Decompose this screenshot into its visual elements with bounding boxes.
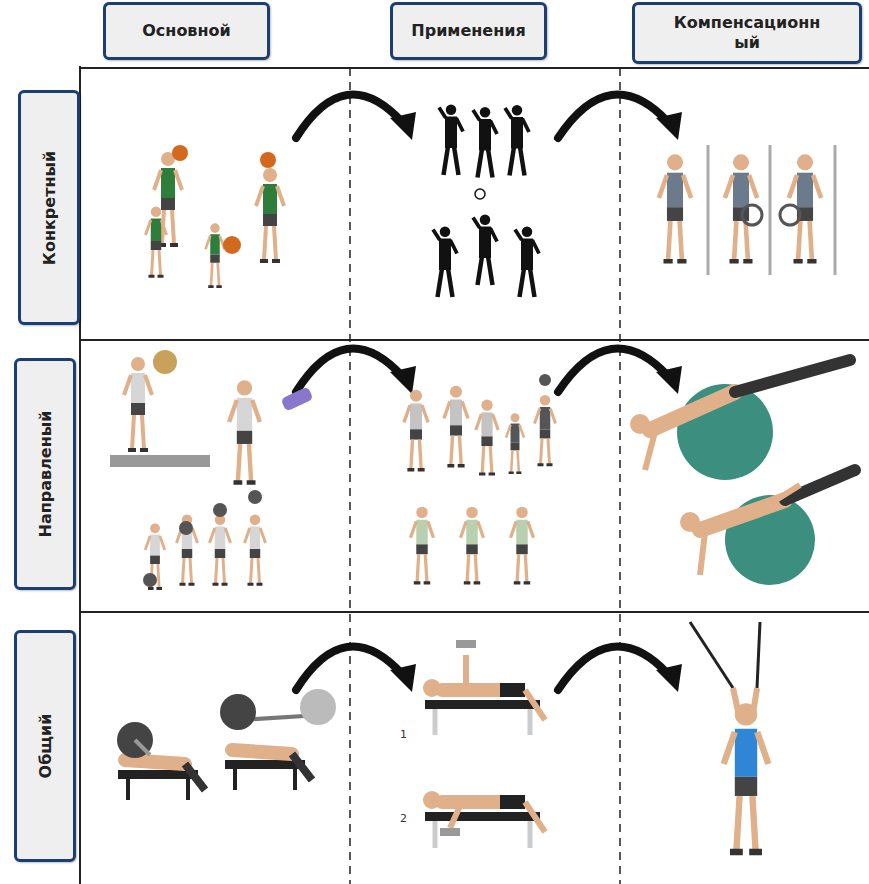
column-header-box: Основной — [103, 2, 270, 60]
row-header-box: Общий — [14, 630, 76, 862]
figure-number: 2 — [400, 812, 407, 825]
header-text: Конкретный — [40, 150, 59, 264]
basketball-players — [146, 145, 285, 287]
curved-arrows — [296, 95, 668, 690]
row-header-box: Направленый — [14, 358, 76, 590]
medicine-ball-throws — [110, 350, 314, 589]
column-header-box: Применения — [390, 2, 547, 60]
cable-exercise — [659, 145, 835, 275]
header-text: Общий — [36, 714, 55, 779]
grid-lines — [80, 66, 869, 884]
figure-number: 1 — [400, 728, 407, 741]
header-text: Направленый — [36, 411, 55, 538]
swiss-ball-exercise — [630, 360, 855, 585]
applied-exercises — [404, 374, 556, 583]
header-text: Основной — [142, 21, 231, 41]
header-text: Применения — [411, 21, 525, 41]
suspension-training — [690, 622, 768, 852]
player-silhouettes — [433, 105, 539, 298]
header-text: Компенсационн ый — [672, 13, 822, 53]
row-header-box: Конкретный — [18, 90, 80, 325]
dumbbell-fly — [423, 640, 545, 848]
column-header-box: Компенсационн ый — [632, 2, 862, 64]
arrow-heads — [390, 112, 682, 692]
bench-press — [117, 689, 336, 800]
